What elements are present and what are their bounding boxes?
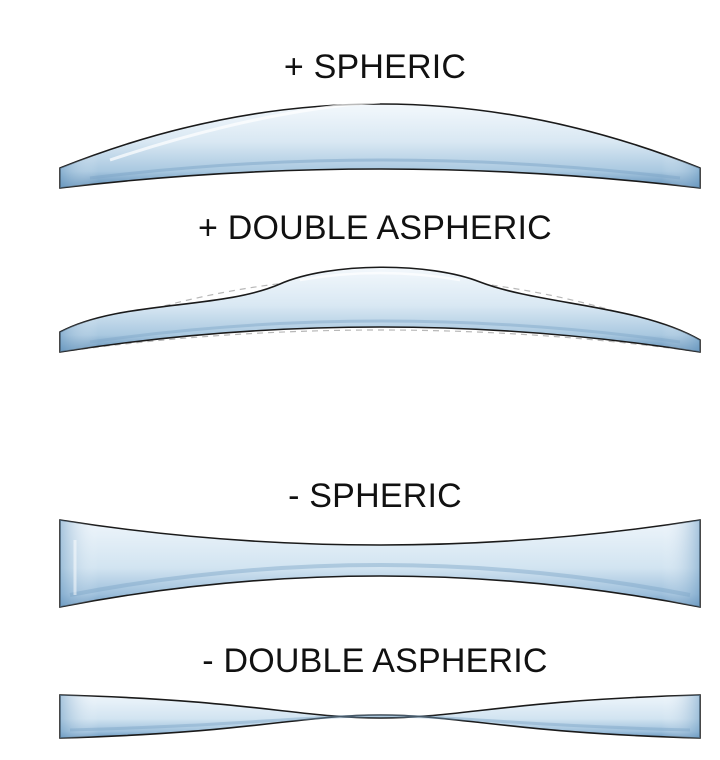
minus-spheric-lens (59, 519, 701, 608)
plus-double-aspheric-label: + DOUBLE ASPHERIC (198, 209, 552, 247)
plus-spheric-label: + SPHERIC (283, 48, 467, 86)
plus-spheric-lens (59, 100, 701, 189)
minus-spheric-label: - SPHERIC (288, 477, 462, 515)
minus-double-aspheric-lens (59, 694, 701, 739)
plus-double-aspheric-lens (59, 266, 701, 353)
minus-double-aspheric-label: - DOUBLE ASPHERIC (202, 642, 548, 680)
reference-spheric-outline-bottom (59, 329, 701, 353)
